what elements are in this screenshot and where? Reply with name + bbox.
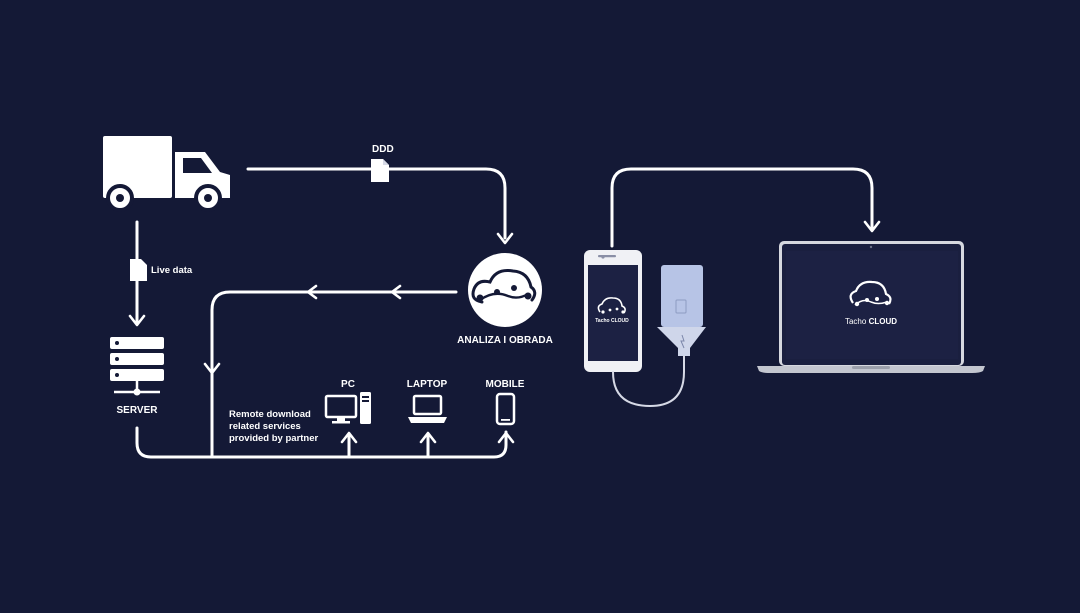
- arrow-down-server: [128, 314, 146, 327]
- remote-text-line-2: related services: [229, 421, 301, 432]
- analysis-label: ANALIZA I OBRADA: [457, 335, 553, 346]
- analysis-cloud-icon: [468, 253, 542, 327]
- ddd-file-icon: [371, 159, 389, 182]
- flow-lines: [128, 167, 881, 459]
- arrow-down-laptop: [863, 220, 881, 233]
- phone-cable: [612, 349, 685, 407]
- pc-label: PC: [341, 379, 355, 390]
- remote-text-line-1: Remote download: [229, 409, 311, 420]
- live-data-label: Live data: [151, 265, 193, 276]
- arrow-left-1: [390, 284, 402, 300]
- smartphone-icon: Tacho CLOUD: [584, 250, 642, 372]
- server-icon: [110, 337, 164, 396]
- card-reader-icon: [657, 265, 706, 356]
- arrow-up-mobile: [497, 431, 515, 444]
- ddd-label: DDD: [372, 144, 394, 155]
- laptop-brand-light: Tacho: [845, 317, 869, 326]
- arrow-up-laptop: [419, 431, 437, 444]
- laptop-label: LAPTOP: [407, 379, 448, 390]
- flow-phone-to-laptop: [610, 167, 874, 248]
- arrow-left-2: [306, 284, 318, 300]
- laptop-brand-label: Tacho CLOUD: [845, 317, 897, 326]
- server-label: SERVER: [117, 405, 159, 416]
- mobile-small-icon: [495, 392, 516, 426]
- arrow-down-analysis: [496, 232, 514, 245]
- laptop-small-icon: [408, 394, 447, 423]
- laptop-large-icon: Tacho CLOUD: [757, 241, 985, 373]
- truck-icon: [103, 136, 230, 212]
- phone-brand-label: Tacho CLOUD: [595, 318, 629, 324]
- flow-bottom-bus: [135, 426, 508, 459]
- laptop-brand-bold: CLOUD: [869, 317, 898, 326]
- remote-text-line-3: provided by partner: [229, 433, 319, 444]
- live-data-file-icon: [130, 259, 147, 281]
- flow-ddd-to-analysis: [246, 167, 507, 240]
- arrow-down-left-loop: [203, 362, 221, 375]
- pc-icon: [324, 392, 371, 424]
- flow-analysis-to-partner: [210, 290, 458, 458]
- mobile-label: MOBILE: [486, 379, 525, 390]
- arrow-up-pc: [340, 431, 358, 444]
